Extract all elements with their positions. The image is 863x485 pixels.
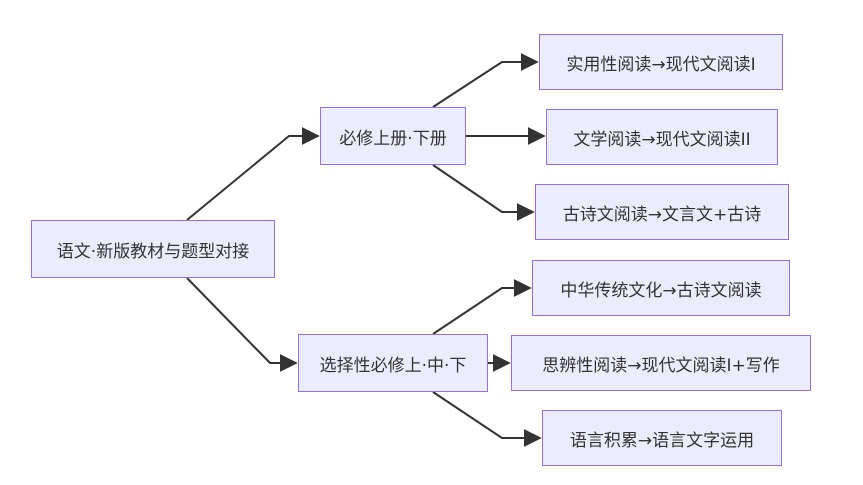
leaf-node-practical-reading: 实用性阅读→现代文阅读I — [539, 34, 783, 90]
branch-node-required: 必修上册·下册 — [320, 107, 466, 165]
edge-branch-1-to-leaf-1 — [432, 53, 539, 108]
leaf-node-critical-reading: 思辨性阅读→现代文阅读I+写作 — [511, 335, 811, 391]
leaf-node-traditional-culture: 中华传统文化→古诗文阅读 — [532, 260, 790, 316]
leaf-node-language-accumulation: 语言积累→语言文字运用 — [542, 410, 782, 466]
leaf-node-literary-reading: 文学阅读→现代文阅读II — [546, 109, 778, 165]
edge-branch-1-to-leaf-3 — [432, 164, 535, 221]
edge-root-to-branch-1 — [186, 127, 320, 221]
edge-branch-2-to-leaf-6 — [432, 391, 542, 447]
leaf-node-classical-reading: 古诗文阅读→文言文+古诗 — [535, 184, 789, 240]
edge-root-to-branch-2 — [186, 277, 298, 372]
edge-branch-2-to-leaf-4 — [432, 279, 532, 335]
branch-node-elective: 选择性必修上·中·下 — [298, 334, 488, 392]
root-node: 语文·新版教材与题型对接 — [31, 220, 275, 278]
